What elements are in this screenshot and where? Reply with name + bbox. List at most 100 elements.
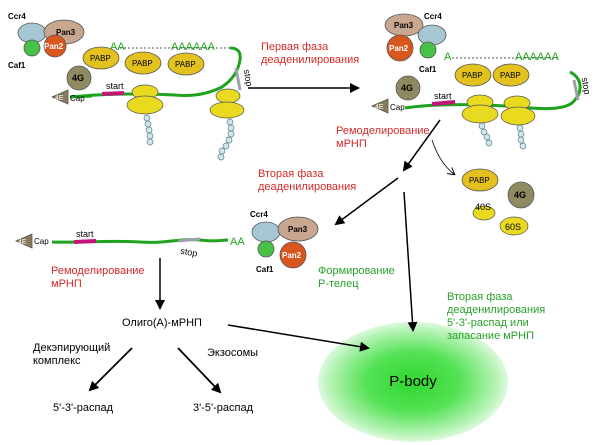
stop-codon-segment-3 — [177, 237, 201, 243]
start-codon-mark-2 — [431, 100, 456, 106]
ribosome-40s-label: 40S — [475, 202, 491, 212]
polya-a-2: A — [444, 51, 452, 63]
arrow-decapping — [88, 347, 133, 392]
ccr4-subunit-2 — [417, 24, 447, 46]
start-label-1: start — [106, 81, 124, 91]
pan2-subunit-3 — [279, 241, 307, 269]
stop-label-1: stop — [242, 69, 255, 87]
caf1-label-1: Caf1 — [8, 61, 26, 70]
caf1-label-2: Caf1 — [419, 65, 437, 74]
caf1-subunit-1 — [23, 39, 41, 57]
arrow-dissociation — [431, 139, 454, 174]
ribosome-1a-bottom — [126, 95, 164, 115]
pabp-label-2a: PABP — [462, 71, 483, 80]
pabp-label-2b: PABP — [500, 71, 521, 80]
stop-codon-segment-1 — [234, 67, 242, 91]
arrow-to-pbody-vertical — [403, 191, 418, 332]
arrow-phase2 — [334, 177, 399, 226]
ribosome-60s — [499, 216, 529, 236]
mrna-strand-1-left — [69, 94, 93, 99]
p-body: P-body — [318, 322, 508, 442]
pabp-label-1b: PABP — [132, 59, 153, 68]
pan2-subunit-2 — [386, 34, 414, 62]
pabp-1b — [124, 51, 162, 75]
pan3-subunit-3 — [277, 216, 319, 242]
mrna-strand-1 — [69, 46, 242, 99]
start-label-2: start — [434, 91, 452, 101]
arrow-oligo-to-pbody — [227, 324, 370, 352]
cap-label-3: Cap — [34, 237, 49, 246]
label-decay-53: 5'-3'-распад — [53, 402, 113, 414]
pabp-label-1a: PABP — [90, 54, 111, 63]
pabp-2a — [454, 63, 492, 87]
nascent-chain-1b — [217, 118, 235, 161]
ribosome-1b-top — [215, 88, 241, 104]
eif4g-2 — [395, 75, 421, 101]
ribosome-60s-label: 60S — [505, 222, 521, 232]
caf1-subunit-3 — [257, 240, 275, 258]
start-label-3: start — [76, 229, 94, 239]
label-exosome: Экзосомы — [207, 347, 259, 359]
ccr4-label-2: Ccr4 — [424, 12, 442, 21]
label-oligo-mrnp: Олиго(А)-мРНП — [122, 317, 202, 329]
polya-long-1: AAAAAA — [171, 41, 216, 53]
eif4e-1 — [51, 89, 69, 105]
mrnp-panel-3: 4E Cap start stop AA Ccr4 Pan3 Pan2 Caf1 — [15, 210, 319, 274]
polya-aa-3: AA — [230, 236, 245, 248]
eif4e-label-2: 4E — [375, 104, 384, 111]
start-codon-mark-1 — [101, 91, 125, 96]
pabp-label-released: PABP — [469, 176, 490, 185]
p-body-label: P-body — [389, 373, 437, 390]
mrnp-panel-1: AA AAAAAA Ccr4 Pan3 Pan2 Caf1 PABP PABP … — [8, 12, 255, 161]
pabp-label-1c: PABP — [175, 60, 196, 69]
stop-label-2: stop — [580, 77, 593, 95]
nascent-chain-2b — [516, 124, 527, 150]
arrow-exosome — [177, 347, 222, 394]
pan2-label-2: Pan2 — [389, 44, 409, 53]
eif4g-1 — [66, 65, 92, 91]
stop-label-3: stop — [180, 246, 198, 259]
pan3-label-3: Pan3 — [288, 225, 308, 234]
pan2-label-3: Pan2 — [282, 251, 302, 260]
cap-label-2: Cap — [390, 103, 405, 112]
polya-long-2: AAAAAA — [515, 51, 560, 63]
ccr4-label-1: Ccr4 — [8, 12, 26, 21]
ribosome-2b-bottom — [500, 106, 536, 126]
mrnp-panel-2: A AAAAAA Pan3 Ccr4 Pan2 Caf1 PABP PABP 4… — [371, 12, 593, 150]
released-factors: PABP 4G 40S 60S — [461, 168, 535, 236]
cap-label-1: Cap — [70, 94, 85, 103]
start-codon-mark-3 — [73, 239, 97, 244]
pan3-label-2: Pan3 — [394, 21, 414, 30]
ribosome-1b-bottom — [209, 101, 245, 119]
eif4g-label-1: 4G — [72, 73, 84, 83]
pabp-2b — [492, 63, 530, 87]
label-decay-35: 3'-5'-распад — [193, 402, 253, 414]
ribosome-40s — [472, 205, 496, 221]
pan3-label-1: Pan3 — [56, 28, 76, 37]
pan2-label-1: Pan2 — [44, 42, 64, 51]
ribosome-2a-bottom — [461, 104, 499, 124]
eif4g-label-2: 4G — [401, 83, 413, 93]
eif4g-label-released: 4G — [514, 190, 526, 200]
eif4g-released — [507, 181, 535, 209]
eif4e-3 — [15, 233, 33, 249]
caf1-subunit-2 — [419, 41, 437, 59]
caf1-label-3: Caf1 — [256, 265, 274, 274]
nascent-chain-2a — [478, 122, 493, 147]
pabp-released — [461, 168, 499, 192]
ccr4-label-3: Ccr4 — [250, 210, 268, 219]
pabp-1a — [82, 46, 120, 70]
stop-codon-segment-2 — [572, 79, 580, 101]
arrow-remodel-1 — [402, 119, 441, 172]
pabp-1c — [167, 52, 205, 76]
ccr4-subunit-3 — [251, 221, 281, 243]
pan2-subunit-1 — [43, 34, 67, 58]
